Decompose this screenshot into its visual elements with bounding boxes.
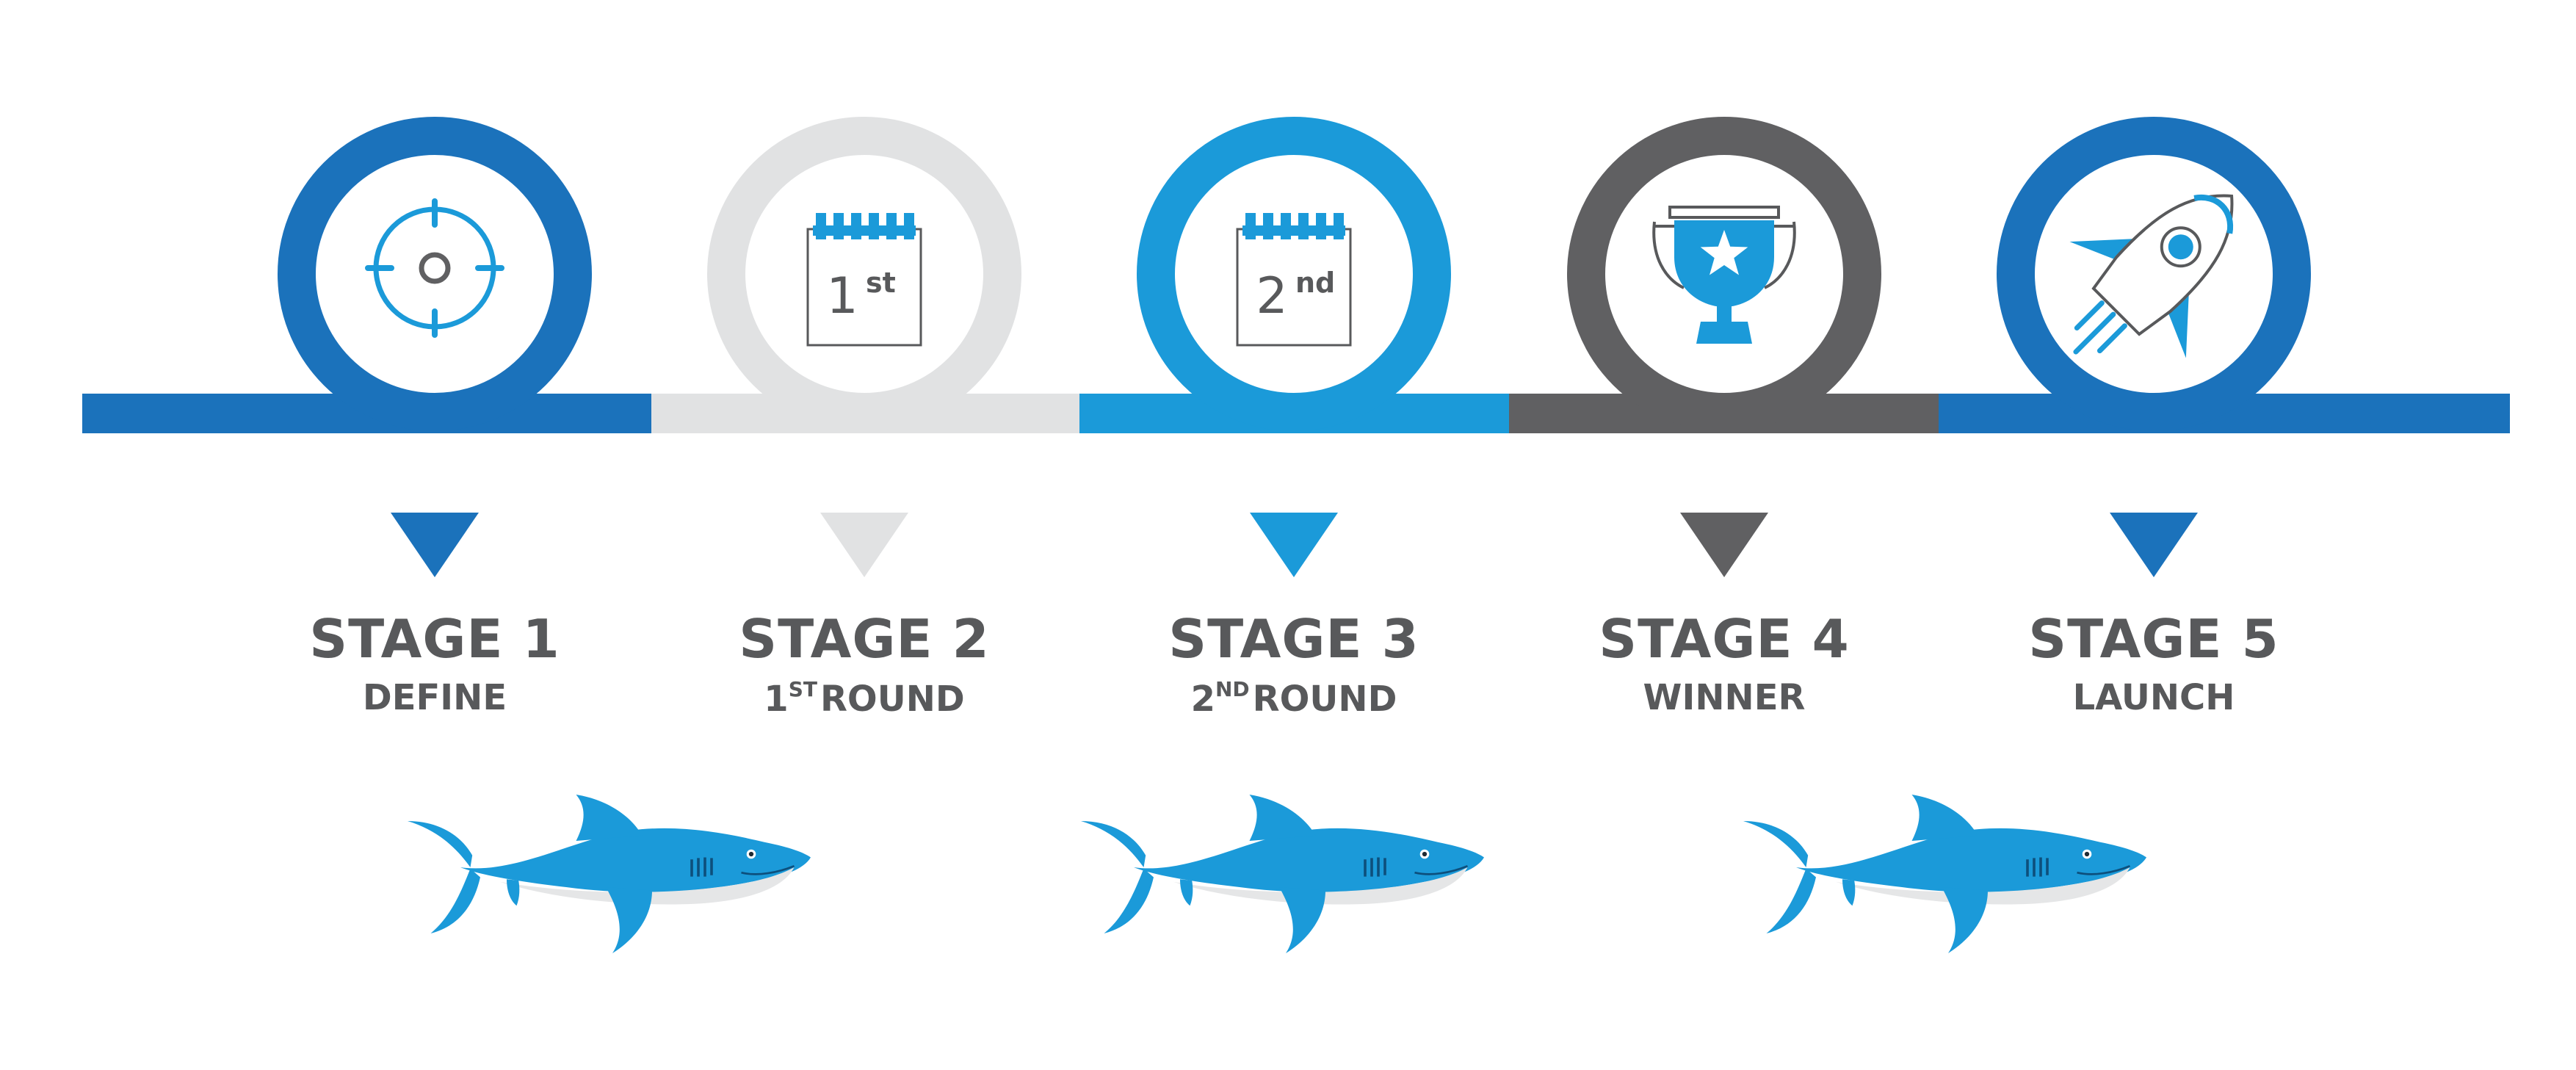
stage-subtitle-main: 2 [1190, 679, 1215, 720]
svg-text:2: 2 [1256, 267, 1287, 325]
rocket-icon [2069, 194, 2234, 358]
stage-marker-2 [820, 513, 908, 577]
stage-marker-4 [1680, 513, 1768, 577]
stage-title: STAGE 1 [309, 608, 560, 670]
svg-text:nd: nd [1295, 267, 1335, 299]
stage-subtitle-after: ROUND [1252, 679, 1397, 720]
stage-subtitle-main: 1 [764, 679, 789, 720]
svg-text:1: 1 [826, 267, 858, 325]
stage-subtitle-main: DEFINE [362, 677, 507, 718]
stage-title: STAGE 5 [2028, 608, 2279, 670]
shark-icon [406, 793, 812, 955]
stage-subtitle: LAUNCH [1978, 677, 2330, 718]
target-icon [365, 198, 504, 338]
stage-subtitle-ordinal: ST [788, 677, 817, 701]
stage-marker-1 [391, 513, 479, 577]
stage-subtitle: WINNER [1548, 677, 1900, 718]
trophy-icon [1652, 206, 1796, 344]
stage-subtitle: DEFINE [258, 677, 611, 718]
stage-markers [391, 513, 2198, 577]
stage-ring-1 [278, 117, 592, 431]
stage-subtitle-after: ROUND [820, 679, 965, 720]
shark-icon [1742, 793, 2148, 955]
stage-subtitle-main: WINNER [1643, 677, 1806, 718]
stage-title: STAGE 2 [739, 608, 990, 670]
stage-subtitle: 2NDROUND [1118, 677, 1470, 720]
stage-title: STAGE 4 [1599, 608, 1850, 670]
stage-subtitle-main: LAUNCH [2072, 677, 2235, 718]
shark-illustrations [406, 793, 2148, 955]
shark-icon [1079, 793, 1486, 955]
stage-subtitle-ordinal: ND [1215, 677, 1250, 701]
stage-marker-5 [2110, 513, 2198, 577]
stage-subtitle: 1STROUND [688, 677, 1041, 720]
stage-marker-3 [1250, 513, 1338, 577]
stage-title: STAGE 3 [1168, 608, 1419, 670]
svg-text:st: st [866, 267, 896, 299]
